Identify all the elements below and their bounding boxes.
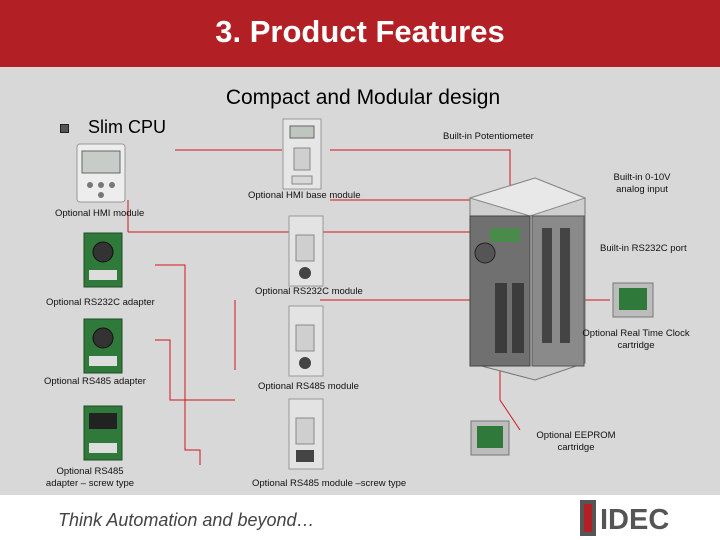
label-eeprom-cartridge: Optional EEPROM cartridge bbox=[536, 430, 616, 453]
svg-text:IDEC: IDEC bbox=[600, 504, 669, 536]
hmi-module-image bbox=[76, 143, 126, 203]
label-analog-input: Built-in 0-10V analog input bbox=[613, 172, 671, 195]
label-rs485-adapter-screw: Optional RS485 adapter – screw type bbox=[45, 466, 135, 489]
rtc-cartridge-image bbox=[612, 282, 654, 318]
label-rs485-module-screw: Optional RS485 module –screw type bbox=[252, 478, 407, 489]
label-potentiometer: Built-in Potentiometer bbox=[443, 131, 534, 142]
rs485-module-image bbox=[288, 305, 324, 377]
slim-cpu-image bbox=[468, 177, 587, 381]
rs485-module-screw-image bbox=[288, 398, 324, 470]
page-title: 3. Product Features bbox=[215, 14, 505, 49]
label-hmi-base-module: Optional HMI base module bbox=[248, 190, 361, 201]
label-rtc-cartridge: Optional Real Time Clock cartridge bbox=[582, 328, 690, 351]
rs485-adapter-screw-image bbox=[83, 405, 123, 461]
rs485-adapter-image bbox=[83, 318, 123, 374]
header-bar: 3. Product Features bbox=[0, 0, 720, 67]
rs232c-module-image bbox=[288, 215, 324, 287]
bullet-slim-cpu: Slim CPU bbox=[88, 117, 167, 137]
idec-logo: IDEC bbox=[580, 500, 669, 536]
label-rs232c-module: Optional RS232C module bbox=[255, 286, 363, 297]
label-rs232c-port: Built-in RS232C port bbox=[600, 243, 687, 254]
footer-tagline: Think Automation and beyond… bbox=[58, 510, 315, 530]
label-rs485-adapter: Optional RS485 adapter bbox=[44, 376, 146, 387]
section-subtitle: Compact and Modular design bbox=[225, 86, 501, 109]
label-rs485-module: Optional RS485 module bbox=[258, 381, 359, 392]
label-rs232c-adapter: Optional RS232C adapter bbox=[46, 297, 155, 308]
rs232c-adapter-image bbox=[83, 232, 123, 288]
footer bbox=[0, 495, 720, 540]
eeprom-cartridge-image bbox=[470, 420, 510, 456]
hmi-base-module-image bbox=[282, 118, 322, 190]
square-bullet-icon bbox=[60, 124, 69, 133]
label-hmi-module: Optional HMI module bbox=[55, 208, 145, 219]
